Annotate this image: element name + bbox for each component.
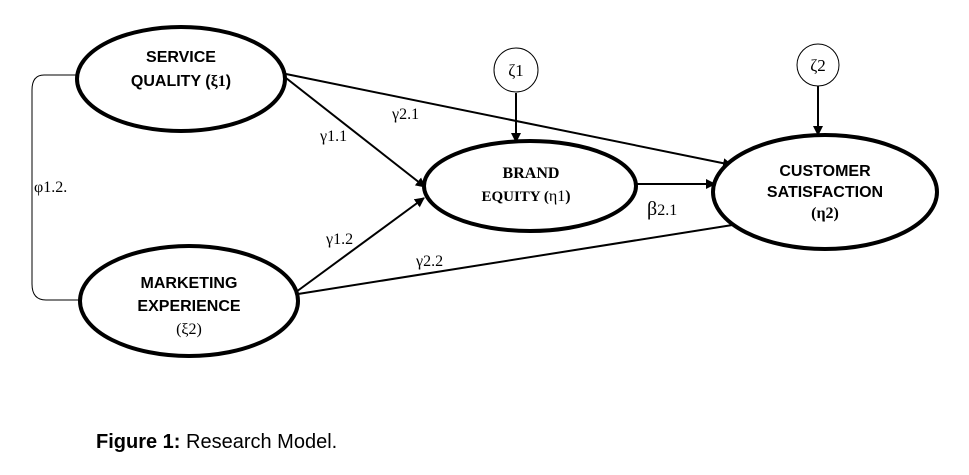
figure-caption-text: Research Model. [180,431,338,453]
service-quality-node [75,25,287,133]
phi-correlation-curve [31,74,82,301]
figure-caption-label: Figure 1: [96,431,181,453]
zeta2-label: ζ2 [810,56,826,75]
customer-satisfaction-label-line3: (η2) [811,205,839,222]
gamma12-label: γ1.2 [325,231,353,248]
zeta1-circle [493,47,539,93]
customer-satisfaction-label-line2: SATISFACTION [767,184,883,201]
figure-caption: Figure 1: Research Model. [96,431,337,454]
marketing-experience-label-line2: EXPERIENCE [137,298,240,315]
edge-service-quality-to-customer-satisfaction [285,73,733,169]
marketing-experience-label-line3: (ξ2) [176,321,202,338]
gamma21-label: γ2.1 [391,106,419,123]
edge-service-quality-to-brand-equity [285,77,426,188]
customer-satisfaction-node [711,133,939,251]
customer-satisfaction-label-line1: CUSTOMER [779,163,871,180]
beta21-label: β2.1 [647,198,677,220]
marketing-experience-node [78,244,300,358]
marketing-experience-label-line1: MARKETING [141,275,238,292]
service-quality-label-line2: QUALITY (ξ1) [131,73,231,90]
brand-equity-label-line2: EQUITY (η1) [481,188,570,205]
zeta1-label: ζ1 [508,61,524,80]
gamma22-label: γ2.2 [415,253,443,270]
edge-marketing-experience-to-brand-equity [295,197,425,293]
service-quality-label-line1: SERVICE [146,49,216,66]
edge-marketing-experience-to-customer-satisfaction [297,219,746,295]
phi-label: φ1.2. [34,179,67,196]
brand-equity-node [422,139,638,233]
brand-equity-label-line1: BRAND [503,165,560,182]
zeta2-circle [796,43,840,87]
gamma11-label: γ1.1 [319,128,347,145]
